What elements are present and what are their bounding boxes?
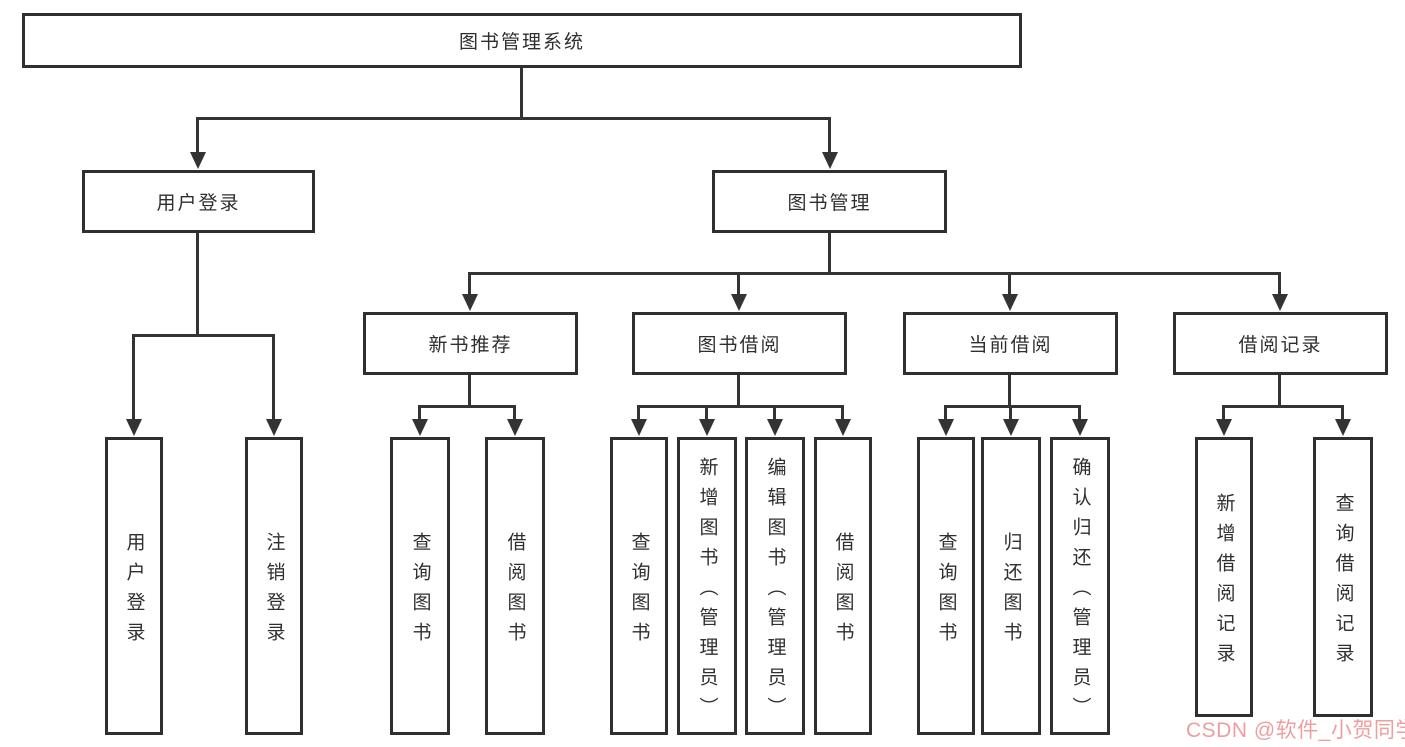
node-book-management: 图书管理 <box>712 170 947 233</box>
leaf-borrowing-borrow-books: 借阅图书 <box>814 437 872 735</box>
node-book-borrowing: 图书借阅 <box>632 312 847 375</box>
arrow-down-icon <box>513 405 516 419</box>
arrow-down-icon <box>1008 272 1011 294</box>
leaf-label: 确认归还（管理员） <box>1069 456 1091 727</box>
arrow-down-icon <box>828 117 831 152</box>
leaf-label: 查询图书 <box>409 531 431 652</box>
arrow-down-icon <box>1009 405 1012 419</box>
leaf-logout-login: 注销登录 <box>245 437 303 735</box>
leaf-label: 查询图书 <box>935 531 957 652</box>
leaf-label: 查询图书 <box>628 531 650 652</box>
arrow-down-icon <box>468 272 471 294</box>
arrow-down-icon <box>841 405 844 419</box>
leaf-label: 新增图书（管理员） <box>696 456 718 727</box>
csdn-watermark: CSDN @软件_小贺同学 <box>1186 719 1405 742</box>
arrow-down-icon <box>272 334 275 419</box>
leaf-newbook-query-books: 查询图书 <box>390 437 450 735</box>
arrow-down-icon <box>1341 405 1344 419</box>
arrow-down-icon <box>418 405 421 419</box>
leaf-newbook-borrow-books: 借阅图书 <box>485 437 545 735</box>
leaf-current-return-books: 归还图书 <box>981 437 1041 735</box>
leaf-current-query-books: 查询图书 <box>917 437 975 735</box>
leaf-records-query-record: 查询借阅记录 <box>1313 437 1373 717</box>
arrow-down-icon <box>1222 405 1225 419</box>
arrow-down-icon <box>705 405 708 419</box>
leaf-user-login: 用户登录 <box>105 437 163 735</box>
leaf-label: 借阅图书 <box>832 531 854 652</box>
leaf-borrowing-add-books-admin: 新增图书（管理员） <box>677 437 737 735</box>
leaf-label: 查询借阅记录 <box>1332 492 1354 673</box>
arrow-down-icon <box>773 405 776 419</box>
leaf-records-add-record: 新增借阅记录 <box>1195 437 1253 717</box>
arrow-down-icon <box>196 117 199 152</box>
arrow-down-icon <box>944 405 947 419</box>
arrow-down-icon <box>637 405 640 419</box>
leaf-borrowing-edit-books-admin: 编辑图书（管理员） <box>745 437 805 735</box>
leaf-label: 用户登录 <box>123 531 145 652</box>
leaf-label: 借阅图书 <box>504 531 526 652</box>
leaf-label: 注销登录 <box>263 531 285 652</box>
node-current-borrowing: 当前借阅 <box>903 312 1118 375</box>
arrow-down-icon <box>132 334 135 419</box>
leaf-current-confirm-return-admin: 确认归还（管理员） <box>1050 437 1110 735</box>
node-new-book-recommend: 新书推荐 <box>363 312 578 375</box>
node-borrow-records: 借阅记录 <box>1173 312 1388 375</box>
arrow-down-icon <box>1278 272 1281 294</box>
arrow-down-icon <box>737 272 740 294</box>
leaf-label: 新增借阅记录 <box>1213 492 1235 673</box>
node-user-login: 用户登录 <box>82 170 315 233</box>
leaf-label: 归还图书 <box>1000 531 1022 652</box>
leaf-label: 编辑图书（管理员） <box>764 456 786 727</box>
leaf-borrowing-query-books: 查询图书 <box>610 437 668 735</box>
arrow-down-icon <box>1078 405 1081 419</box>
node-root-library-system: 图书管理系统 <box>22 13 1022 68</box>
